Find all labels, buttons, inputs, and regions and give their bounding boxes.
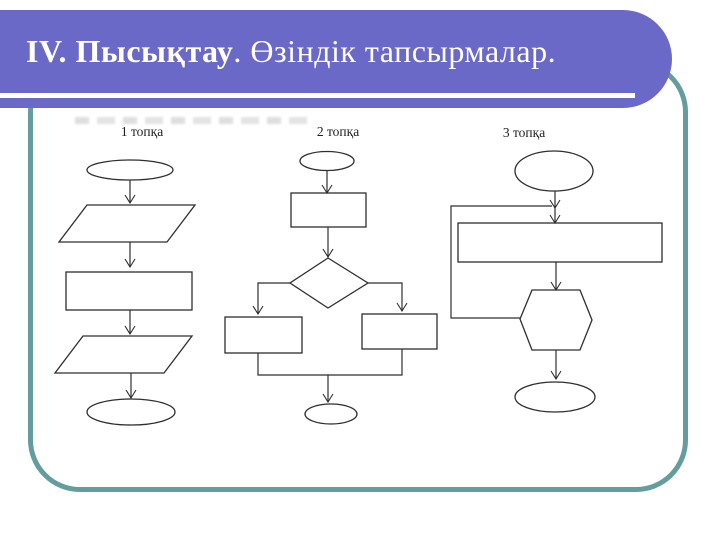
group2-process-rectangle [290,192,367,228]
arrowhead-icon [550,370,562,381]
group2-left-branch-line [257,282,290,314]
arrowhead-icon [124,194,136,205]
group2-left-rectangle [224,316,303,354]
slide-title-bold: IV. Пысықтау [26,32,234,69]
slide-title-regular: . Өзіндік тапсырмалар. [233,32,557,69]
group1-output-parallelogram [53,335,194,374]
group3-start-ellipse [514,150,594,192]
group2-merge-line [257,349,403,376]
arrowhead-icon [549,199,561,210]
group2-decision-diamond [288,257,370,309]
group2-start-ellipse [299,150,355,172]
group1-start-ellipse [86,159,174,181]
group3-loop-hexagon [519,289,593,351]
group3-process-rectangle [457,222,663,263]
arrowhead-icon [396,302,408,313]
group1-process-rectangle [65,271,193,311]
flowchart-group-1: 1 топқа [53,124,197,426]
group-3-label: 3 топқа [503,125,545,140]
title-underline [0,93,635,98]
title-bar: IV. Пысықтау. Өзіндік тапсырмалар. [0,10,672,108]
group3-end-ellipse [514,381,596,413]
group-2-label: 2 топқа [317,124,359,139]
faded-text-artifact [75,117,310,124]
slide-title: IV. Пысықтау. Өзіндік тапсырмалар. [26,33,556,70]
group2-right-rectangle [361,313,438,350]
arrowhead-icon [124,258,136,269]
arrowhead-icon [125,389,137,400]
group3-feedback-loop-line [450,205,552,319]
group1-input-parallelogram [57,204,197,243]
group2-end-ellipse [304,403,358,425]
arrowhead-icon [322,248,334,259]
flowchart-group-3: 3 топқа [450,125,663,413]
arrowhead-icon [252,305,264,316]
arrowhead-icon [322,393,334,404]
arrowhead-icon [124,325,136,336]
group2-right-branch-line [368,282,403,311]
group-1-label: 1 топқа [121,124,163,139]
flowchart-group-2: 2 топқа [224,124,438,425]
flowcharts-canvas: 1 топқа 2 топқа [53,124,663,426]
group1-end-ellipse [86,398,176,426]
